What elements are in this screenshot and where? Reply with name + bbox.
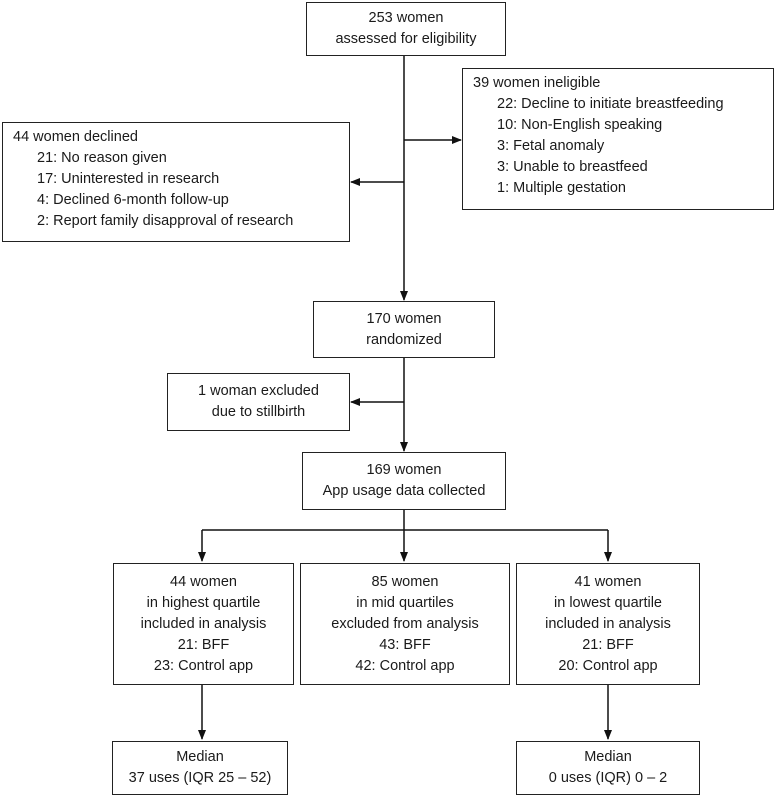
mid-line: 85 women — [371, 573, 439, 590]
ineligible-item: 10: Non-English speaking — [497, 117, 663, 133]
ineligible-box: 39 women ineligible 22: Decline to initi… — [462, 68, 774, 210]
mid-line: in mid quartiles — [356, 594, 454, 611]
randomized-box: 170 women randomized — [313, 301, 495, 358]
highest-line: included in analysis — [140, 615, 267, 632]
randomized-line: 170 women — [366, 310, 442, 327]
declined-box: 44 women declined 21: No reason given 17… — [2, 122, 350, 242]
mid-line: excluded from analysis — [331, 615, 479, 632]
highest-quartile-box: 44 women in highest quartile included in… — [113, 563, 294, 685]
declined-item: 17: Uninterested in research — [37, 171, 220, 187]
assessed-line: 253 women — [368, 10, 444, 26]
highest-line: 44 women — [170, 573, 237, 590]
ineligible-item: 3: Fetal anomaly — [497, 138, 605, 154]
declined-item: 2: Report family disapproval of research — [37, 213, 294, 229]
median-low-line: Median — [584, 749, 632, 765]
assessed-box: 253 women assessed for eligibility — [306, 2, 506, 56]
lowest-line: included in analysis — [545, 615, 671, 632]
collected-line: App usage data collected — [322, 483, 486, 499]
mid-line: 43: BFF — [379, 636, 431, 653]
median-low-box: Median 0 uses (IQR) 0 – 2 — [516, 741, 700, 795]
excluded-line: 1 woman excluded — [198, 383, 319, 399]
ineligible-item: 1: Multiple gestation — [497, 180, 626, 196]
randomized-line: randomized — [366, 331, 442, 348]
median-low-line: 0 uses (IQR) 0 – 2 — [548, 770, 668, 786]
ineligible-item: 3: Unable to breastfeed — [497, 159, 648, 175]
lowest-line: 41 women — [574, 573, 642, 590]
highest-line: 23: Control app — [153, 657, 254, 674]
highest-line: in highest quartile — [146, 594, 261, 611]
highest-line: 21: BFF — [177, 636, 230, 653]
assessed-line: assessed for eligibility — [335, 31, 477, 47]
lowest-line: 20: Control app — [558, 657, 658, 674]
median-high-box: Median 37 uses (IQR 25 – 52) — [112, 741, 288, 795]
median-high-line: Median — [176, 749, 224, 765]
ineligible-item: 22: Decline to initiate breastfeeding — [497, 96, 724, 112]
excluded-line: due to stillbirth — [211, 404, 306, 420]
ineligible-title: 39 women ineligible — [473, 75, 601, 91]
lowest-line: 21: BFF — [582, 636, 634, 653]
excluded-box: 1 woman excluded due to stillbirth — [167, 373, 350, 431]
collected-line: 169 women — [366, 462, 442, 478]
mid-line: 42: Control app — [355, 657, 455, 674]
declined-item: 21: No reason given — [37, 150, 167, 166]
collected-box: 169 women App usage data collected — [302, 452, 506, 510]
declined-item: 4: Declined 6-month follow-up — [37, 192, 229, 208]
lowest-line: in lowest quartile — [554, 594, 662, 611]
median-high-line: 37 uses (IQR 25 – 52) — [128, 770, 272, 786]
mid-quartiles-box: 85 women in mid quartiles excluded from … — [300, 563, 510, 685]
declined-title: 44 women declined — [13, 129, 138, 145]
lowest-quartile-box: 41 women in lowest quartile included in … — [516, 563, 700, 685]
